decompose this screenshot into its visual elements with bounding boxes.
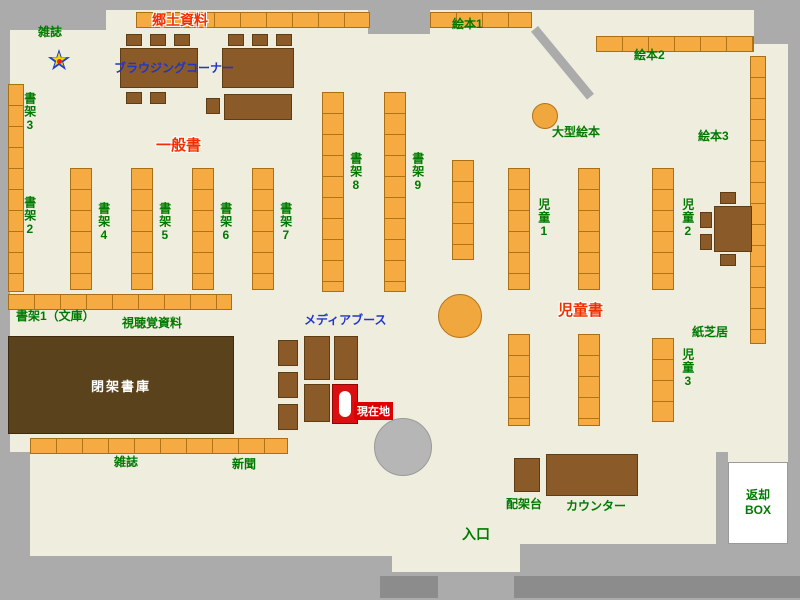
media-booth-table — [304, 336, 330, 380]
label-children-2: 児童2 — [680, 198, 695, 239]
label-shelf-4: 書架4 — [96, 202, 111, 243]
shelf-left-wall — [8, 84, 24, 292]
shelf-children-1b — [578, 168, 600, 290]
shelf-column-7 — [252, 168, 274, 290]
shelf-children-1a — [508, 168, 530, 290]
label-shelf-1-bunko: 書架1（文庫） — [16, 309, 95, 323]
shelf-column-6 — [192, 168, 214, 290]
label-audiovisual: 視聴覚資料 — [122, 316, 183, 330]
label-large-picture-books: 大型絵本 — [552, 125, 601, 139]
label-shelf-8: 書架8 — [348, 152, 363, 193]
chair — [700, 234, 712, 250]
round-display-table — [438, 294, 482, 338]
wall-bottom-dark-section — [514, 576, 800, 598]
label-local-materials: 郷土資料 — [152, 12, 208, 28]
chair — [228, 34, 244, 46]
shelf-picture-books-2 — [596, 36, 754, 52]
chair — [150, 34, 166, 46]
wall-right — [788, 0, 800, 600]
label-magazines-bottom: 雑誌 — [114, 455, 139, 469]
wall-left — [0, 0, 10, 600]
round-pillar — [374, 418, 432, 476]
label-picture-books-3: 絵本3 — [698, 129, 729, 143]
chair — [720, 192, 736, 204]
shelf-right-wall — [750, 56, 766, 344]
label-general-books: 一般書 — [156, 137, 202, 154]
label-picture-books-1: 絵本1 — [452, 17, 483, 31]
label-counter: カウンター — [566, 499, 627, 513]
return-box-wall — [716, 452, 728, 548]
shelf-column-4 — [70, 168, 92, 290]
chair — [276, 34, 292, 46]
star-center-dot — [57, 59, 62, 64]
shelf-column-8 — [322, 92, 344, 292]
browsing-table-2 — [222, 48, 294, 88]
entrance-step — [380, 576, 438, 598]
label-magazines-top: 雑誌 — [38, 25, 63, 39]
closed-stacks-room: 閉架書庫 — [8, 336, 234, 434]
chair — [174, 34, 190, 46]
chair — [150, 92, 166, 104]
label-browsing-corner: ブラウジングコーナー — [114, 61, 235, 75]
return-box: 返却 BOX — [728, 462, 788, 544]
media-booth-seat — [278, 404, 298, 430]
chair — [206, 98, 220, 114]
media-booth-seat — [278, 340, 298, 366]
media-booth-table — [304, 384, 330, 422]
shelf-column-9 — [384, 92, 406, 292]
label-shelf-9: 書架9 — [410, 152, 425, 193]
label-shelf-2: 書架2 — [22, 196, 37, 237]
label-newspapers: 新聞 — [232, 457, 257, 471]
shelf-local-materials — [136, 12, 370, 28]
sorting-shelf-desk — [514, 458, 540, 492]
browsing-table-1 — [120, 48, 198, 88]
label-shelf-7: 書架7 — [278, 202, 293, 243]
label-sorting-shelf: 配架台 — [506, 497, 543, 511]
label-entrance: 入口 — [462, 526, 490, 542]
label-children-1: 児童1 — [536, 198, 551, 239]
counter-desk — [546, 454, 638, 496]
current-location-marker-icon — [339, 391, 351, 417]
large-picture-books-table — [532, 103, 558, 129]
shelf-column-center — [452, 160, 474, 260]
current-location-badge: 現在地 — [354, 402, 393, 420]
chair — [252, 34, 268, 46]
chair — [126, 92, 142, 104]
label-kamishibai: 紙芝居 — [692, 325, 729, 339]
shelf-picture-books-1 — [430, 12, 532, 28]
label-shelf-5: 書架5 — [157, 202, 172, 243]
shelf-children-lower-b — [578, 334, 600, 426]
label-shelf-6: 書架6 — [218, 202, 233, 243]
label-children-3: 児童3 — [680, 348, 695, 389]
label-children-books: 児童書 — [558, 302, 604, 319]
shelf-column-5 — [131, 168, 153, 290]
chair — [720, 254, 736, 266]
wall-corner-top-right — [754, 0, 800, 44]
label-shelf-3: 書架3 — [22, 92, 37, 133]
return-box-label-line2: BOX — [744, 503, 771, 517]
shelf-audiovisual — [8, 294, 232, 310]
browsing-table-3 — [224, 94, 292, 120]
chair — [700, 212, 712, 228]
label-media-booth: メディアブース — [304, 313, 387, 327]
shelf-children-lower-a — [508, 334, 530, 426]
wall-diagonal — [531, 26, 594, 100]
closed-stacks-label: 閉架書庫 — [90, 378, 151, 394]
label-picture-books-2: 絵本2 — [634, 48, 665, 62]
media-booth-seat — [278, 372, 298, 398]
magazine-marker-icon: ★ ★ — [44, 46, 74, 76]
wall-corner-top-left — [0, 0, 106, 30]
chair — [126, 34, 142, 46]
children-reading-table — [714, 206, 752, 252]
media-booth-table — [334, 336, 358, 380]
shelf-magazines-newspapers — [30, 438, 288, 454]
pillar-top-center — [368, 0, 430, 34]
return-box-label-line1: 返却 — [745, 488, 770, 502]
shelf-children-3 — [652, 338, 674, 422]
shelf-children-2 — [652, 168, 674, 290]
